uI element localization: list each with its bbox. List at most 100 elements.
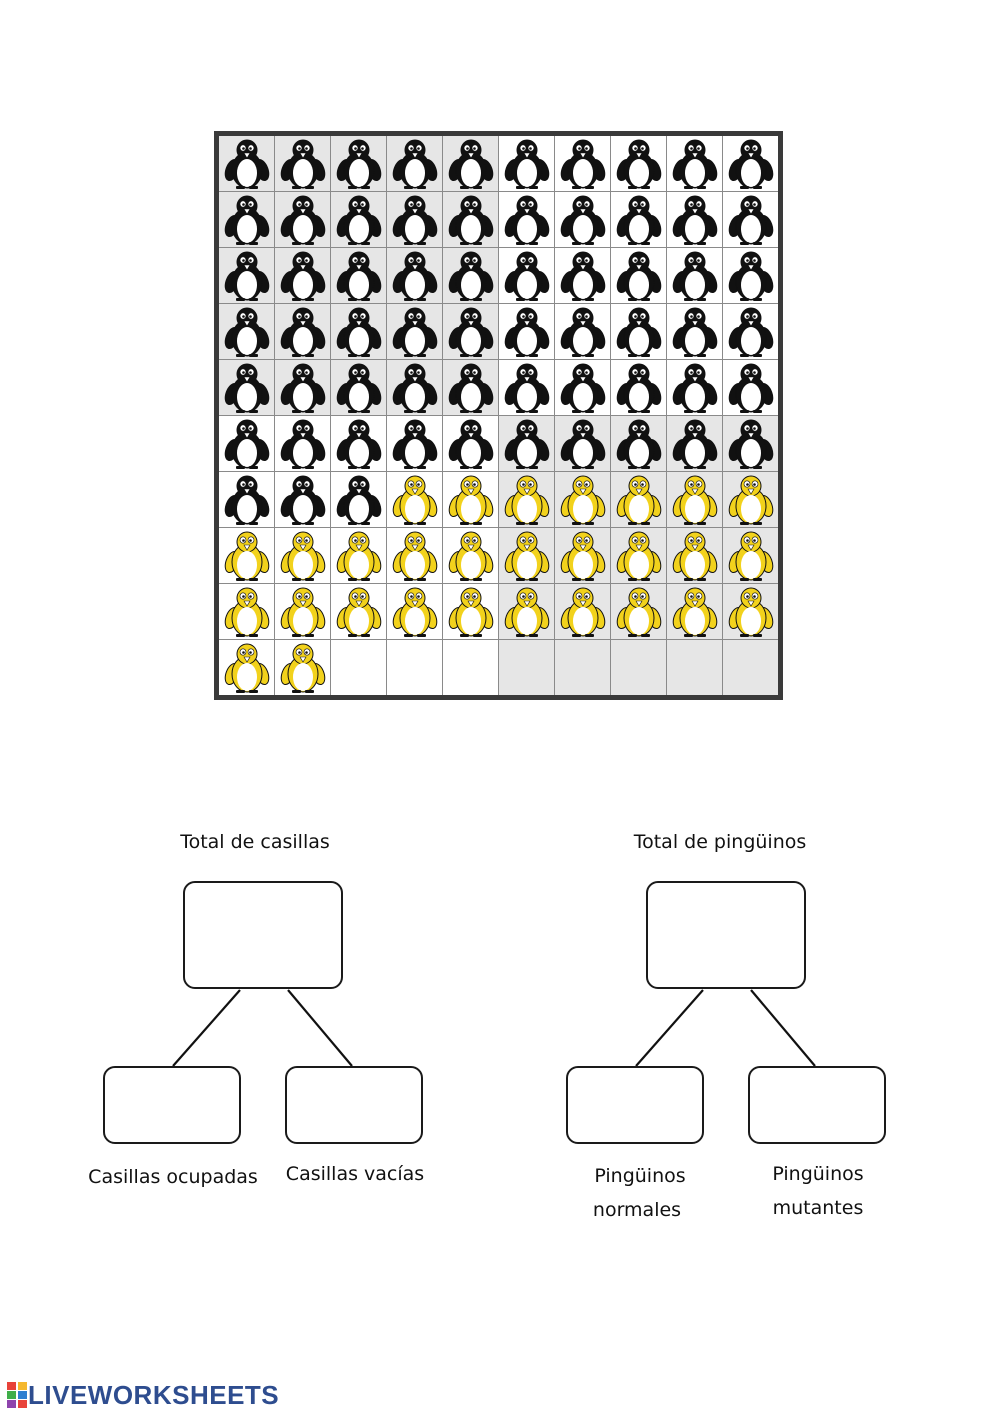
- normal-penguin-cell: [443, 304, 498, 359]
- mutant-penguin-cell: [723, 472, 778, 527]
- pinguinos-mutantes-box[interactable]: [748, 1066, 886, 1144]
- mutant-penguin-cell: [443, 528, 498, 583]
- mutant-penguin-icon: [672, 531, 717, 581]
- mutant-penguin-cell: [331, 584, 386, 639]
- normal-penguin-cell: [611, 136, 666, 191]
- mutant-penguin-icon: [448, 587, 493, 637]
- normal-penguin-icon: [672, 307, 717, 357]
- normal-penguin-icon: [392, 363, 437, 413]
- total-casillas-label: Total de casillas: [180, 831, 330, 853]
- normal-penguin-icon: [504, 307, 549, 357]
- mutant-penguin-cell: [611, 528, 666, 583]
- normal-penguin-cell: [555, 304, 610, 359]
- normal-penguin-cell: [219, 304, 274, 359]
- normal-penguin-cell: [555, 248, 610, 303]
- normal-penguin-icon: [224, 139, 269, 189]
- footer-brand[interactable]: LIVEWORKSHEETS: [6, 1380, 279, 1410]
- normal-penguin-icon: [336, 363, 381, 413]
- normal-penguin-icon: [392, 139, 437, 189]
- normal-penguin-icon: [728, 251, 773, 301]
- casillas-ocupadas-box[interactable]: [103, 1066, 241, 1144]
- mutant-penguin-icon: [560, 531, 605, 581]
- normal-penguin-icon: [224, 419, 269, 469]
- empty-cell: [723, 640, 778, 695]
- normal-penguin-cell: [387, 192, 442, 247]
- normal-penguin-icon: [728, 363, 773, 413]
- normal-penguin-icon: [616, 307, 661, 357]
- normal-penguin-cell: [443, 360, 498, 415]
- mutant-penguin-cell: [723, 528, 778, 583]
- normal-penguin-cell: [443, 136, 498, 191]
- mutant-penguin-cell: [219, 640, 274, 695]
- casillas-ocupadas-label: Casillas ocupadas: [88, 1166, 258, 1188]
- normal-penguin-cell: [219, 248, 274, 303]
- normal-penguin-cell: [387, 416, 442, 471]
- normal-penguin-cell: [219, 136, 274, 191]
- total-casillas-box[interactable]: [183, 881, 343, 989]
- normal-penguin-icon: [728, 307, 773, 357]
- mutant-penguin-cell: [611, 472, 666, 527]
- pinguinos-mutantes-label-line2: mutantes: [772, 1197, 864, 1219]
- penguin-grid: [214, 131, 783, 700]
- normal-penguin-cell: [331, 416, 386, 471]
- mutant-penguin-cell: [219, 528, 274, 583]
- normal-penguin-icon: [560, 363, 605, 413]
- normal-penguin-icon: [560, 139, 605, 189]
- mutant-penguin-cell: [443, 472, 498, 527]
- normal-penguin-cell: [331, 360, 386, 415]
- normal-penguin-cell: [611, 360, 666, 415]
- mutant-penguin-cell: [499, 584, 554, 639]
- mutant-penguin-icon: [224, 587, 269, 637]
- liveworksheets-logo-icon: [7, 1382, 27, 1408]
- mutant-penguin-icon: [672, 475, 717, 525]
- mutant-penguin-cell: [667, 528, 722, 583]
- connector-line: [635, 989, 704, 1067]
- normal-penguin-cell: [499, 416, 554, 471]
- pinguinos-normales-box[interactable]: [566, 1066, 704, 1144]
- normal-penguin-icon: [504, 251, 549, 301]
- normal-penguin-cell: [555, 360, 610, 415]
- normal-penguin-icon: [392, 419, 437, 469]
- mutant-penguin-cell: [667, 584, 722, 639]
- normal-penguin-cell: [331, 248, 386, 303]
- normal-penguin-icon: [448, 307, 493, 357]
- mutant-penguin-cell: [387, 528, 442, 583]
- mutant-penguin-icon: [392, 475, 437, 525]
- mutant-penguin-icon: [504, 475, 549, 525]
- pinguinos-mutantes-label-line1: Pingüinos: [772, 1163, 864, 1185]
- mutant-penguin-icon: [728, 587, 773, 637]
- mutant-penguin-cell: [275, 640, 330, 695]
- normal-penguin-icon: [560, 251, 605, 301]
- casillas-vacias-box[interactable]: [285, 1066, 423, 1144]
- normal-penguin-icon: [392, 195, 437, 245]
- total-pinguinos-box[interactable]: [646, 881, 806, 989]
- mutant-penguin-icon: [560, 475, 605, 525]
- connector-line: [287, 989, 353, 1067]
- normal-penguin-icon: [336, 307, 381, 357]
- normal-penguin-icon: [448, 251, 493, 301]
- normal-penguin-icon: [560, 419, 605, 469]
- normal-penguin-cell: [275, 248, 330, 303]
- footer-brand-text: LIVEWORKSHEETS: [28, 1379, 280, 1410]
- mutant-penguin-cell: [443, 584, 498, 639]
- normal-penguin-icon: [616, 419, 661, 469]
- normal-penguin-cell: [219, 192, 274, 247]
- mutant-penguin-cell: [219, 584, 274, 639]
- normal-penguin-cell: [555, 416, 610, 471]
- normal-penguin-cell: [611, 416, 666, 471]
- normal-penguin-icon: [336, 195, 381, 245]
- normal-penguin-icon: [616, 195, 661, 245]
- normal-penguin-cell: [387, 136, 442, 191]
- normal-penguin-icon: [672, 363, 717, 413]
- normal-penguin-cell: [555, 136, 610, 191]
- normal-penguin-cell: [387, 304, 442, 359]
- normal-penguin-cell: [499, 248, 554, 303]
- normal-penguin-icon: [392, 307, 437, 357]
- normal-penguin-cell: [275, 304, 330, 359]
- empty-cell: [667, 640, 722, 695]
- normal-penguin-icon: [336, 139, 381, 189]
- normal-penguin-icon: [448, 363, 493, 413]
- mutant-penguin-cell: [275, 584, 330, 639]
- normal-penguin-icon: [224, 195, 269, 245]
- mutant-penguin-icon: [280, 531, 325, 581]
